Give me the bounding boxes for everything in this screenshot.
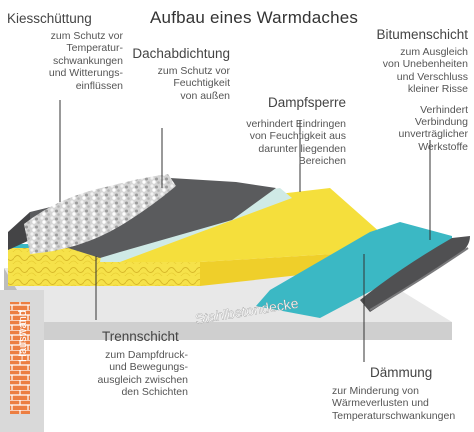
bitumen-gap — [340, 96, 468, 104]
label-daemm-name: Dämmung — [370, 365, 433, 380]
dampf-line: verhindert Eindringen — [246, 118, 346, 130]
trenn-line: und Bewegungs- — [109, 361, 188, 374]
bitumen-line: Werkstoffe — [418, 140, 468, 153]
bitumen-line: von Unebenheiten — [382, 58, 468, 71]
dampf-line: darunter liegenden — [258, 142, 346, 155]
bitumen-line: und Verschluss — [396, 70, 468, 83]
label-daemm-desc: zur Minderung von Wärmeverlusten und Tem… — [332, 385, 472, 422]
bitumen-layer — [360, 236, 470, 312]
daemm-line: zur Minderung von — [332, 385, 419, 397]
label-dach-desc: zum Schutz vor Feuchtigkeit von außen — [120, 65, 230, 102]
trenn-line: zum Dampfdruck- — [105, 349, 188, 361]
dach-line: von außen — [180, 89, 230, 102]
leader-lines — [59, 100, 431, 362]
label-dampf-desc: verhindert Eindringen von Feuchtigkeit a… — [218, 118, 346, 168]
label-dampf-name: Dampfsperre — [267, 95, 346, 110]
dampf-line: Bereichen — [298, 155, 346, 168]
label-bitumen-name: Bitumenschicht — [376, 27, 468, 42]
bitumen-line: kleiner Risse — [407, 83, 468, 96]
trenn-line: den Schichten — [121, 386, 188, 399]
label-trenn-name: Trennschicht — [102, 329, 179, 344]
diagram-title: Aufbau eines Warmdaches — [150, 8, 359, 27]
bitumen-line: Verhindert — [420, 103, 468, 116]
daemm-line: Wärmeverlusten und — [332, 397, 429, 410]
label-bitumen-desc: zum Ausgleich von Unebenheiten und Versc… — [340, 46, 468, 153]
kies-line: Temperatur- — [66, 42, 123, 55]
label-kies-name: Kiesschüttung — [7, 11, 92, 26]
dach-line: zum Schutz vor — [157, 65, 230, 77]
dampf-line: von Feuchtigkeit aus — [249, 130, 346, 143]
house-wall — [0, 290, 44, 432]
bitumen-line: Verbindung — [414, 116, 468, 129]
bitumen-line: zum Ausgleich — [400, 46, 468, 58]
bitumen-line: unverträglicher — [398, 128, 468, 141]
wall-label: Hauswand — [17, 310, 29, 362]
kies-line: einflüssen — [75, 79, 123, 92]
dach-line: Feuchtigkeit — [173, 77, 230, 90]
kies-line: und Witterungs- — [48, 67, 123, 80]
kies-line: schwankungen — [52, 54, 123, 67]
trenn-line: ausgleich zwischen — [97, 373, 188, 386]
label-dach-name: Dachabdichtung — [132, 46, 230, 61]
daemm-line: Temperaturschwankungen — [332, 409, 456, 422]
kies-line: zum Schutz vor — [50, 30, 123, 42]
label-trenn-desc: zum Dampfdruck- und Bewegungs- ausgleich… — [72, 349, 188, 399]
gravel-layer — [24, 174, 176, 254]
label-kies-desc: zum Schutz vor Temperatur- schwankungen … — [7, 30, 123, 92]
